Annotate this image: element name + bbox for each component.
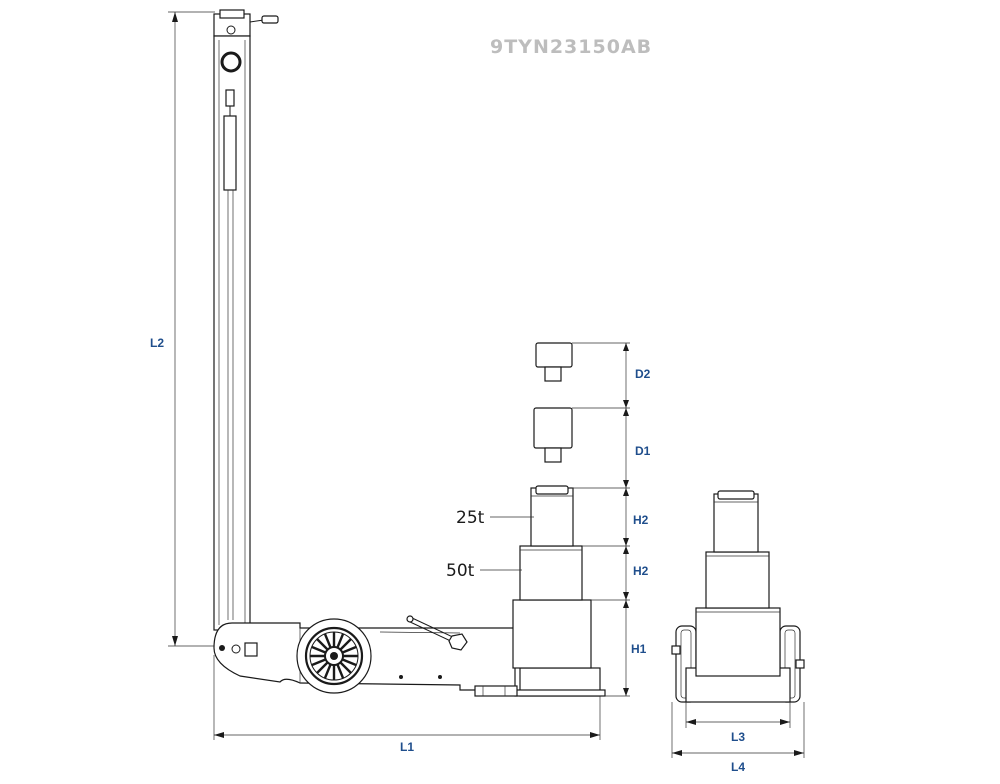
extension-d2 <box>535 342 573 382</box>
label-h2-upper: H2 <box>633 513 649 527</box>
jack-handle <box>213 9 279 631</box>
label-l3: L3 <box>731 730 745 744</box>
label-d1: D1 <box>635 444 651 458</box>
jack-front-view <box>671 490 805 703</box>
label-l1: L1 <box>400 740 414 754</box>
jack-chassis-side <box>213 615 541 691</box>
label-h1: H1 <box>631 642 647 656</box>
label-l4: L4 <box>731 760 745 774</box>
extension-d1 <box>533 407 573 463</box>
label-d2: D2 <box>635 367 651 381</box>
cylinder-stack-side <box>474 485 606 697</box>
model-code-title: 9TYN23150AB <box>490 36 653 58</box>
label-h2-lower: H2 <box>633 564 649 578</box>
dimension-l1: L1 <box>213 655 601 754</box>
stage-labels: 25t 50t <box>446 508 534 581</box>
dimension-l2: L2 <box>150 11 220 647</box>
label-50t: 50t <box>446 561 475 581</box>
vertical-dimensions-right: D2 D1 H2 H2 H1 <box>572 342 651 697</box>
label-25t: 25t <box>456 508 485 528</box>
dimension-l4: L4 <box>671 702 805 774</box>
jack-wheel <box>296 618 372 694</box>
label-l2: L2 <box>150 336 164 350</box>
dimension-l3: L3 <box>685 702 791 744</box>
